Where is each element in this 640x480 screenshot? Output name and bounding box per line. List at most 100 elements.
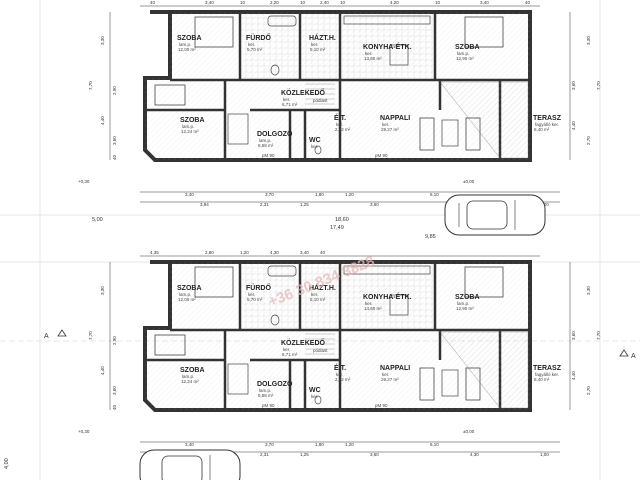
right-dimension: 2,70	[586, 386, 591, 395]
left-dimension: 4,40	[100, 366, 105, 375]
room-et-area: 2,72 m²	[335, 127, 351, 132]
top-dimension: 2,20	[270, 0, 279, 5]
desk-icon	[227, 113, 249, 145]
room-konyha-name: KONYHA-ÉTK.	[363, 42, 412, 51]
top-dimension: 10	[300, 0, 306, 5]
parapet-label: pM 90	[262, 403, 275, 408]
room-szoba1-floor: lam.p.	[179, 292, 191, 297]
room-szoba2-name: SZOBA	[455, 44, 480, 51]
room-terasz-area: 8,40 m²	[534, 127, 550, 132]
room-szoba1-floor: lam.p.	[179, 42, 191, 47]
room-dolgozo-floor: lam.p.	[259, 388, 271, 393]
left-dimension: 3,30	[100, 36, 105, 45]
room-et-name: É.T.	[334, 113, 346, 122]
bottom-dimension: 3,60	[370, 202, 379, 207]
room-konyha-floor: ker.	[365, 301, 372, 306]
room-furdo-name: FÜRDŐ	[246, 33, 271, 42]
room-hazt-area: 5,10 m²	[310, 47, 326, 52]
overall-dimensions: 5,00 18,60 17,49 9,85 4,00	[4, 217, 436, 469]
podest-label: pódiast	[313, 98, 328, 103]
kitchen-counter	[343, 15, 431, 25]
room-konyha-name: KONYHA-ÉTK.	[363, 292, 412, 301]
section-arrow-icon	[619, 349, 629, 357]
dim-left-extra: 4,00	[4, 458, 10, 469]
level-marker: +0,30	[78, 179, 90, 184]
room-dolgozo-name: DOLGOZÓ	[257, 129, 293, 138]
bottom-dimension: 1,25	[300, 202, 309, 207]
bottom-dimension: 1,00	[540, 452, 549, 457]
room-szoba3-name: SZOBA	[180, 367, 205, 374]
bottom-dimension: 3,94	[200, 202, 209, 207]
bed-icon	[194, 266, 234, 298]
bottom-dimension: 4,30	[470, 452, 479, 457]
room-hazt-area: 5,10 m²	[310, 297, 326, 302]
room-nappali-floor: ker.	[382, 372, 389, 377]
top-dimension: 3,40	[300, 250, 309, 255]
room-wc-floor: ker.	[311, 394, 318, 399]
bed-icon	[464, 16, 504, 48]
room-furdo-floor: ker.	[248, 42, 255, 47]
kitchen-counter	[343, 265, 431, 275]
room-szoba3-area: 12,24 m²	[181, 129, 199, 134]
room-szoba3-floor: lam.p.	[182, 374, 194, 379]
room-konyha-floor: ker.	[365, 51, 372, 56]
top-dimension: 40	[320, 250, 326, 255]
section-label-left: A	[44, 333, 49, 340]
room-dolgozo-area: 8,58 m²	[258, 393, 274, 398]
room-szoba2-area: 12,90 m²	[456, 56, 474, 61]
dining-table-icon	[389, 44, 409, 66]
bottom-dimension: 6,10	[430, 192, 439, 197]
room-kozlekedo-area: 6,71 m²	[282, 102, 298, 107]
sofa-icon	[419, 117, 435, 151]
room-kozlekedo-name: KÖZLEKEDŐ	[281, 88, 326, 97]
room-szoba2-name: SZOBA	[455, 294, 480, 301]
room-hazt-name: HÁZT.H.	[309, 283, 336, 292]
desk-icon	[227, 363, 249, 395]
bed-icon	[154, 334, 186, 356]
right-dimension: 3,30	[586, 36, 591, 45]
left-dimension: 40	[112, 154, 117, 160]
top-dimension: 10	[435, 0, 441, 5]
bottom-dimension: 3,70	[265, 192, 274, 197]
top-dimension: 10	[240, 0, 246, 5]
room-szoba2-floor: lam.p.	[457, 301, 469, 306]
room-furdo-floor: ker.	[248, 292, 255, 297]
room-szoba1-name: SZOBA	[177, 35, 202, 42]
sofa-icon	[419, 367, 435, 401]
room-szoba2-area: 12,90 m²	[456, 306, 474, 311]
top-dimension: 3,40	[480, 0, 489, 5]
section-arrow-icon	[57, 329, 67, 337]
right-dimension: 3,60	[571, 331, 576, 340]
room-szoba3-floor: lam.p.	[182, 124, 194, 129]
bottom-dimension: 1,20	[345, 192, 354, 197]
room-terasz-name: TERASZ	[533, 365, 562, 372]
room-terasz-floor: fagyálló ker.	[535, 122, 559, 127]
bottom-dimension: 3,70	[265, 442, 274, 447]
room-kozlekedo-floor: ker.	[283, 97, 290, 102]
left-dimension: 2,90	[112, 336, 117, 345]
kitchen-floor-tiles	[342, 264, 434, 328]
room-kozlekedo-name: KÖZLEKEDŐ	[281, 338, 326, 347]
room-konyha-area: 13,60 m²	[364, 56, 382, 61]
room-furdo-name: FÜRDŐ	[246, 283, 271, 292]
bathtub-icon	[267, 265, 297, 277]
car-icon	[444, 194, 546, 236]
room-szoba1-area: 12,00 m²	[178, 297, 196, 302]
room-wc-name: WC	[309, 137, 321, 144]
top-dimension: 40	[525, 0, 531, 5]
top-dimension: 2,40	[320, 0, 329, 5]
room-hazt-floor: ker.	[311, 292, 318, 297]
coffee-table-icon	[441, 369, 459, 397]
bottom-dimension: 1,20	[345, 442, 354, 447]
right-dimension: 4,40	[571, 121, 576, 130]
toilet-icon	[314, 395, 322, 405]
bottom-dimension: 3,60	[370, 452, 379, 457]
left-dimension: 40	[112, 404, 117, 410]
right-dimension: 7,70	[596, 331, 601, 340]
section-markers: A A	[44, 329, 636, 360]
coffee-table-icon	[441, 119, 459, 147]
parapet-label: pM 90	[375, 403, 388, 408]
toilet-icon	[270, 314, 280, 326]
